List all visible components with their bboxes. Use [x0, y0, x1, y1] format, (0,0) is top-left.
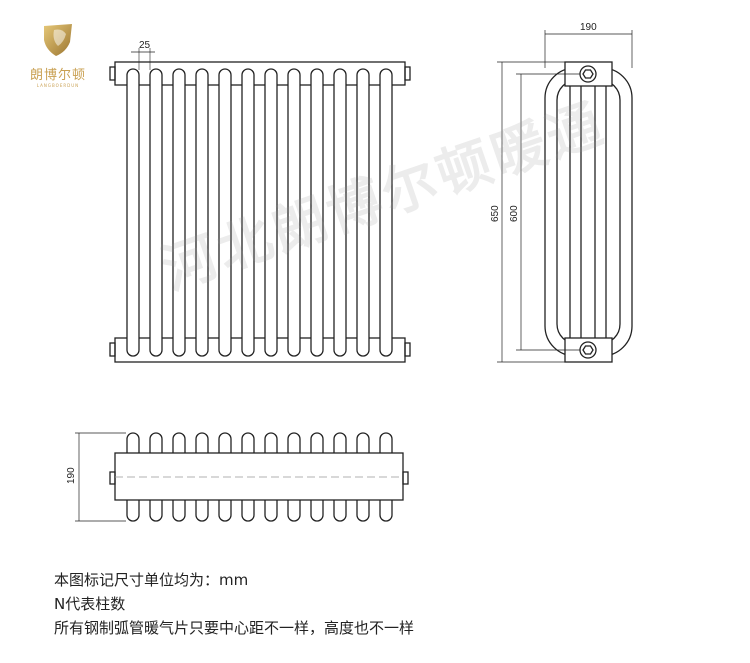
note-column-count: N代表柱数: [54, 595, 126, 613]
lion-shield-icon: [44, 24, 72, 56]
radiator-drawing: 25 190 650 600 190: [66, 22, 633, 522]
front-column: [310, 68, 324, 357]
side-depth-dimension: 190: [580, 22, 597, 33]
inner-arc-tube: [556, 79, 621, 345]
front-column: [241, 68, 255, 357]
outer-arc-tube: [544, 67, 633, 357]
front-column: [149, 68, 163, 357]
right-bottom-nipple: [404, 342, 411, 357]
front-column: [356, 68, 370, 357]
front-column: [264, 68, 278, 357]
notes: 本图标记尺寸单位均为：mm N代表柱数 所有钢制弧管暖气片只要中心距不一样，高度…: [54, 568, 414, 640]
top-view-header: [114, 452, 404, 501]
logo-name-cn: 朗博尔顿: [29, 68, 86, 83]
left-bottom-nipple: [109, 342, 116, 357]
front-column: [333, 68, 347, 357]
side-view: 190 650 600: [490, 22, 633, 363]
front-column: [379, 68, 393, 357]
brand-logo: 朗博尔顿 LANGBOERDUN: [28, 22, 88, 88]
front-column: [287, 68, 301, 357]
pitch-dimension: 25: [139, 40, 151, 51]
front-column: [172, 68, 186, 357]
note-unit: 本图标记尺寸单位均为：mm: [54, 571, 249, 589]
front-view: 25: [109, 40, 411, 363]
center-distance-dimension: 600: [509, 205, 520, 222]
logo-name-en: LANGBOERDUN: [36, 83, 80, 88]
note-height: 所有钢制弧管暖气片只要中心距不一样，高度也不一样: [54, 619, 415, 637]
right-top-nipple: [404, 66, 411, 81]
top-depth-dimension: 190: [66, 467, 77, 484]
overall-height-dimension: 650: [490, 205, 501, 222]
front-column: [218, 68, 232, 357]
left-top-nipple: [109, 66, 116, 81]
top-view: 190: [66, 432, 409, 522]
front-column: [195, 68, 209, 357]
front-column: [126, 68, 140, 357]
